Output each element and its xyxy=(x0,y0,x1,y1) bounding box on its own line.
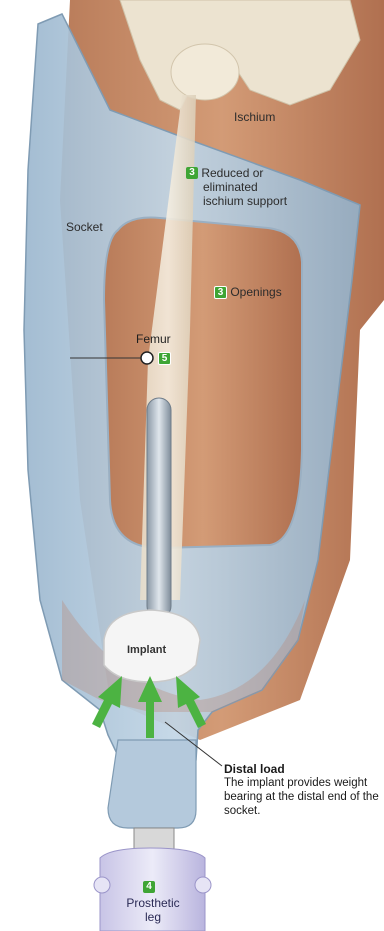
prosthetic-line1: Prosthetic xyxy=(126,896,179,910)
implant-label: Implant xyxy=(127,643,166,657)
socket-neck xyxy=(108,740,196,828)
leg-joint-right xyxy=(195,877,211,893)
reduced-support-line1: Reduced or xyxy=(201,166,263,180)
reduced-support-label: 3 Reduced or eliminated ischium support xyxy=(186,166,287,208)
ischium-label: Ischium xyxy=(234,110,275,124)
prosthetic-line2: leg xyxy=(145,910,161,924)
femoral-head xyxy=(171,44,239,100)
openings-text: Openings xyxy=(230,285,281,299)
leg-joint-left xyxy=(94,877,110,893)
distal-load-description: The implant provides weight bearing at t… xyxy=(224,776,380,818)
distal-load-callout: Distal load The implant provides weight … xyxy=(224,762,380,818)
prosthetic-badge: 4 xyxy=(143,881,155,893)
implant-rod xyxy=(147,398,171,618)
openings-label: 3 Openings xyxy=(214,285,282,299)
reduced-support-line2: eliminated xyxy=(186,180,258,194)
socket-label: Socket xyxy=(66,220,103,234)
reduced-support-line3: ischium support xyxy=(186,194,287,208)
socket-opening xyxy=(104,218,302,549)
femur-badge: 5 xyxy=(158,352,171,365)
femur-label: Femur xyxy=(136,332,171,346)
distal-load-title: Distal load xyxy=(224,762,380,776)
reduced-support-badge: 3 xyxy=(186,167,198,179)
openings-badge: 3 xyxy=(214,286,227,299)
femur-marker xyxy=(141,352,153,364)
connector xyxy=(134,828,174,850)
prosthetic-label: Prosthetic leg xyxy=(118,896,188,924)
